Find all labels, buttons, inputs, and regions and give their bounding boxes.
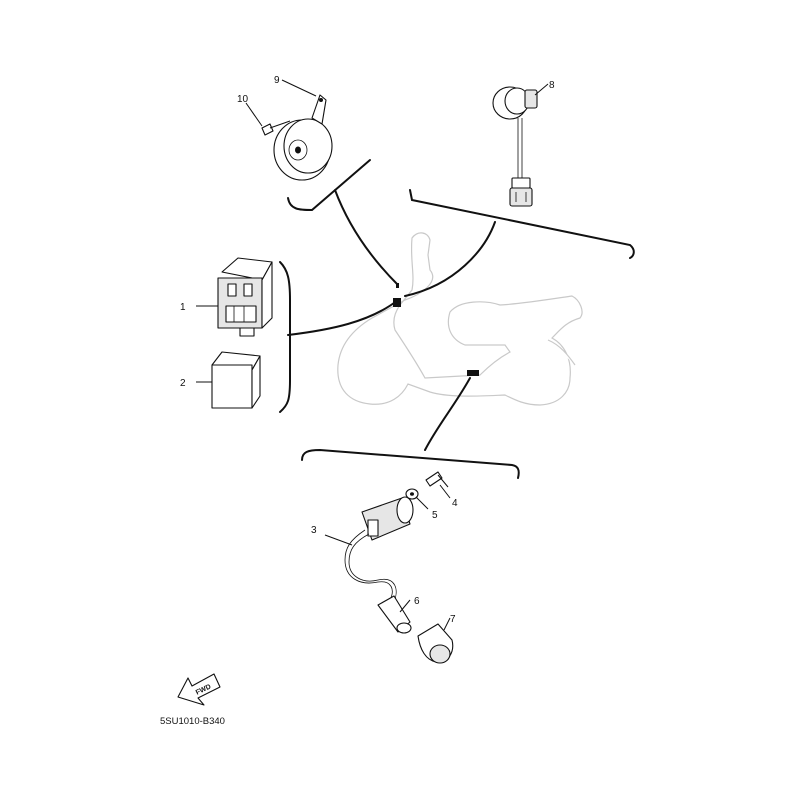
fuel-sender [492, 86, 538, 207]
regulator-group-bracket [279, 261, 291, 413]
coil-bolt [425, 471, 449, 488]
diagram-code: 5SU1010-B340 [160, 716, 225, 727]
callout-leaders [196, 79, 549, 631]
regulator-cover [211, 351, 261, 409]
horn-group-bracket [287, 159, 371, 212]
callout-8: 8 [549, 80, 555, 91]
callout-10: 10 [237, 94, 249, 105]
rectifier-regulator [217, 257, 273, 337]
fwd-arrow: FWD [177, 673, 221, 706]
callout-2: 2 [180, 378, 186, 389]
sender-group-bracket [409, 189, 635, 259]
callout-6: 6 [414, 596, 420, 607]
coil-washer [405, 488, 419, 500]
horn [273, 94, 333, 181]
callout-7: 7 [450, 614, 456, 625]
ignition-coil [344, 496, 414, 634]
callout-4: 4 [452, 498, 458, 509]
group-leaders [287, 189, 496, 451]
callout-5: 5 [432, 510, 438, 521]
ignition-coil-location-marker [467, 370, 479, 376]
callout-1: 1 [180, 302, 186, 313]
callout-labels: 1 2 3 4 5 6 7 8 9 10 [180, 75, 555, 625]
plug-boot [417, 623, 454, 664]
regulator-location-marker [393, 298, 401, 307]
horn-screw [261, 120, 291, 136]
callout-9: 9 [274, 75, 280, 86]
callout-3: 3 [311, 525, 317, 536]
coil-group-bracket [301, 448, 520, 479]
